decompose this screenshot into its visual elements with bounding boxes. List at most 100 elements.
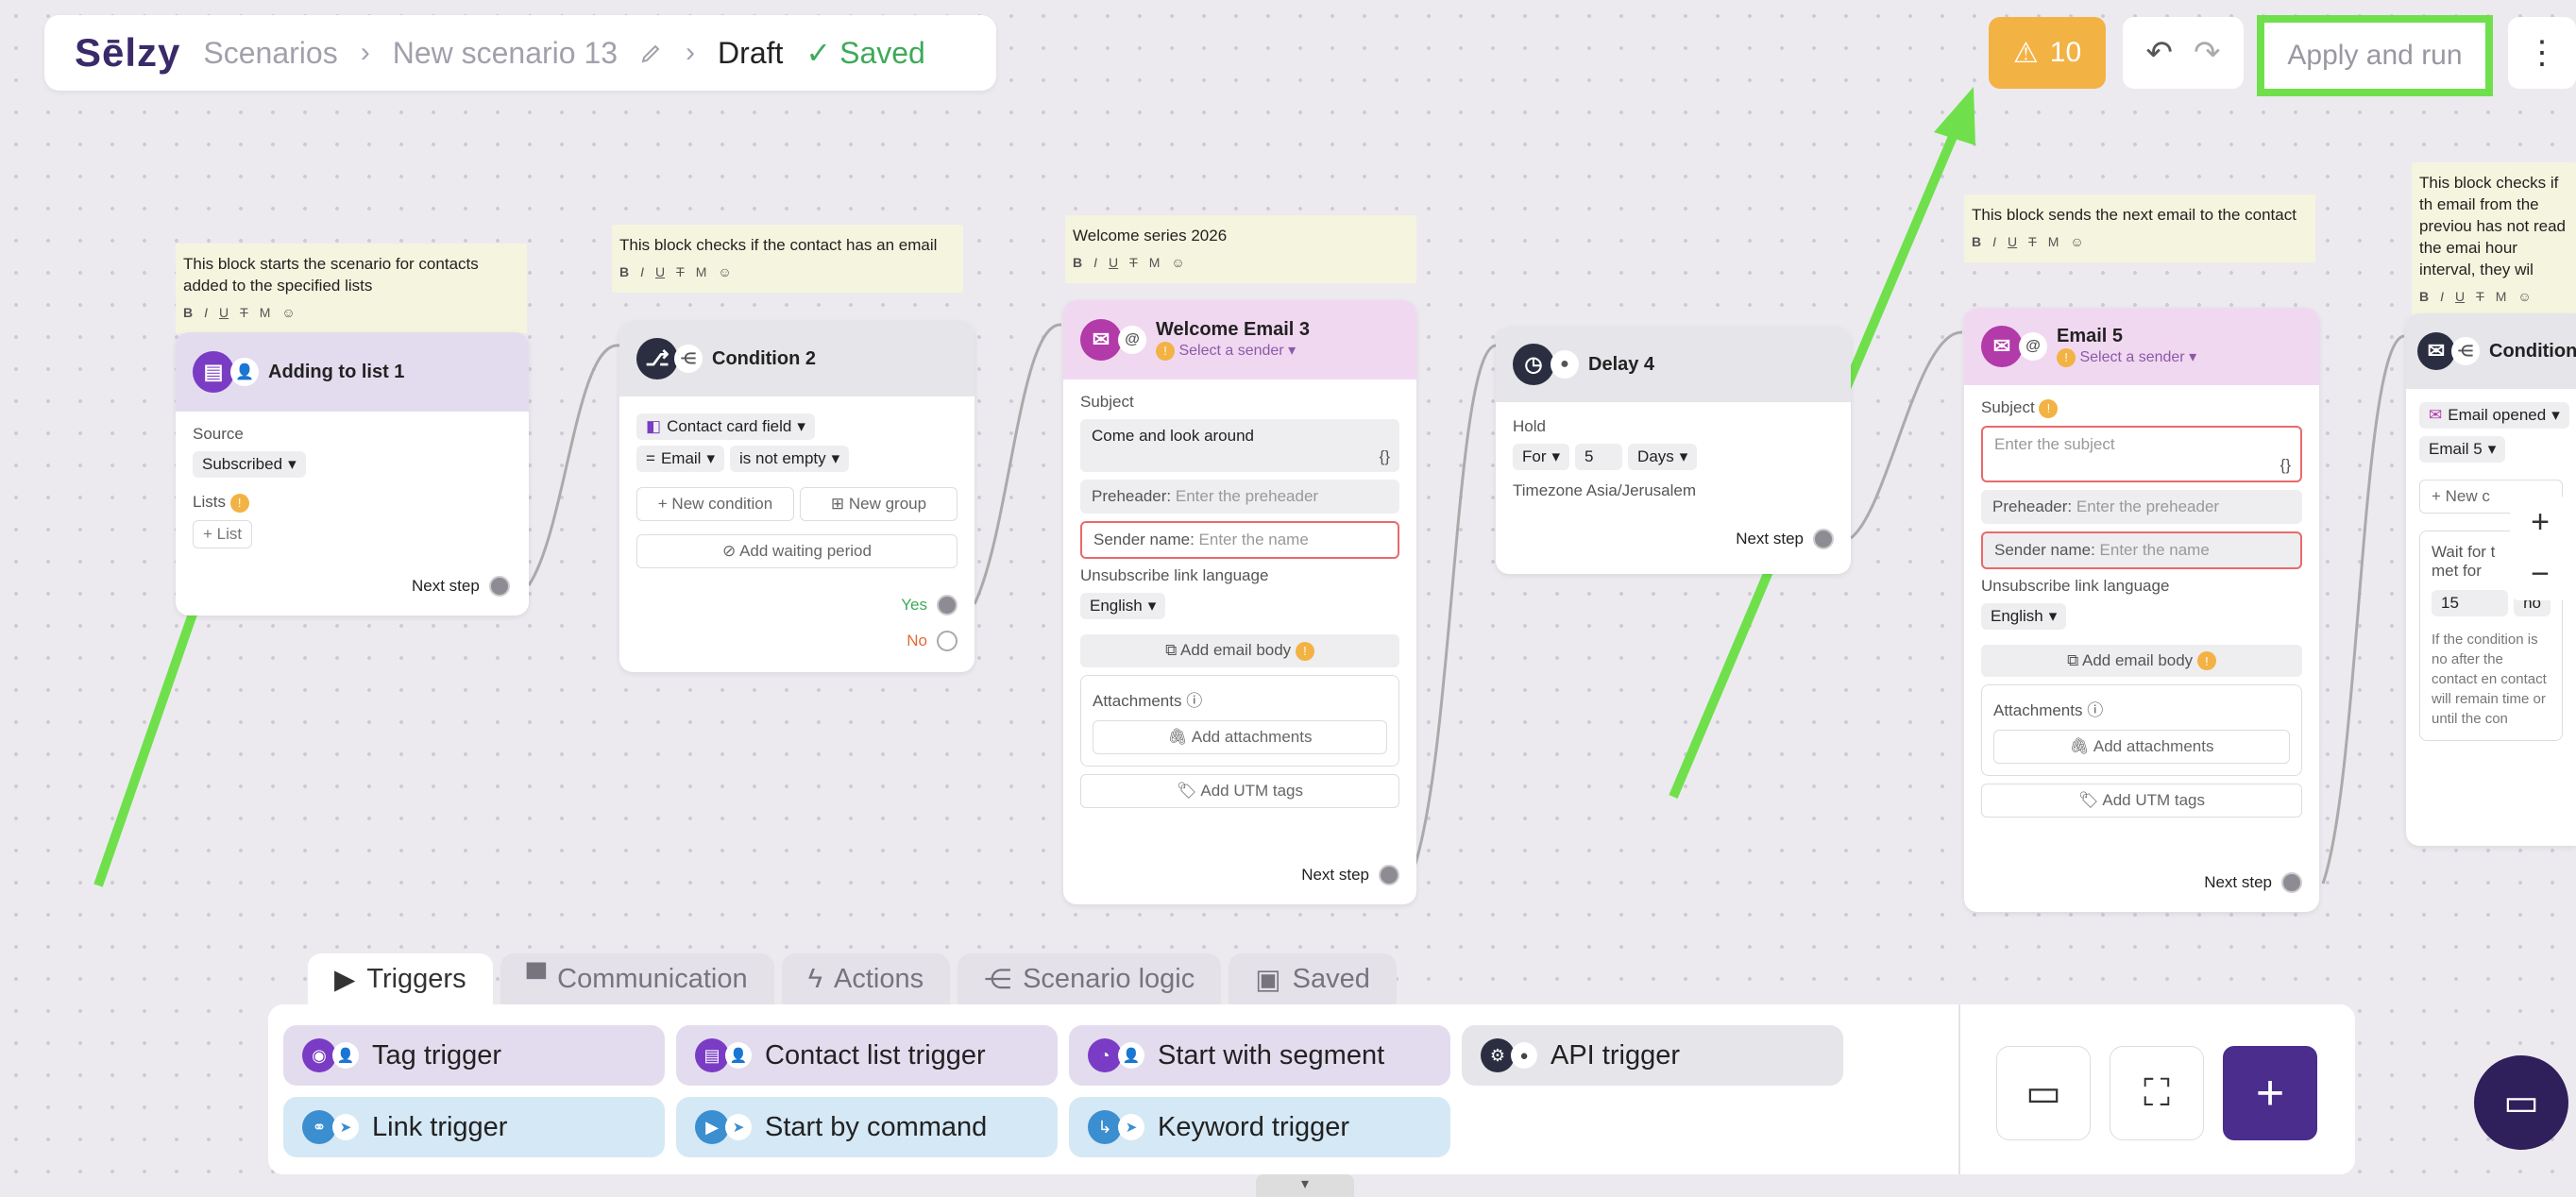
emoji-icon[interactable]: ☺ [2070, 234, 2084, 249]
connector-dot[interactable] [937, 631, 958, 651]
mono-icon[interactable]: M [2495, 289, 2507, 304]
emoji-icon[interactable]: ☺ [2517, 289, 2532, 304]
strike-icon[interactable]: T [2028, 234, 2037, 249]
underline-icon[interactable]: U [219, 305, 229, 320]
underline-icon[interactable]: U [2008, 234, 2018, 249]
note-block-2[interactable]: This block checks if the contact has an … [612, 225, 963, 293]
block-adding-to-list[interactable]: ▤👤 Adding to list 1 Source Subscribed▾ L… [176, 332, 529, 615]
new-condition-button[interactable]: + New condition [636, 487, 794, 521]
tab-communication[interactable]: ▀Communication [500, 953, 774, 1004]
connector-dot[interactable] [488, 576, 510, 597]
block-header[interactable]: ✉⋲ Condition [2406, 313, 2576, 389]
preheader-input[interactable]: Preheader: Enter the preheader [1080, 480, 1399, 514]
link-trigger[interactable]: ⚭➤ Link trigger [283, 1097, 665, 1157]
block-delay[interactable]: ◷● Delay 4 Hold For ▾ 5 Days ▾ Timezone … [1496, 327, 1851, 574]
email-ref-select[interactable]: Email 5 ▾ [2419, 436, 2506, 463]
bold-icon[interactable]: B [183, 305, 194, 320]
tab-triggers[interactable]: ▶Triggers [308, 953, 493, 1004]
strike-icon[interactable]: T [240, 305, 248, 320]
more-menu-icon[interactable]: ⋮ [2508, 17, 2576, 89]
breadcrumb-scenario-name[interactable]: New scenario 13 [392, 35, 619, 70]
variables-icon[interactable]: {} [1379, 447, 1390, 465]
italic-icon[interactable]: I [640, 264, 645, 279]
block-header[interactable]: ⎇⋲ Condition 2 [619, 321, 974, 396]
add-email-body-button[interactable]: ⧉ Add email body ! [1981, 644, 2302, 677]
block-header[interactable]: ◷● Delay 4 [1496, 327, 1851, 402]
tag-trigger[interactable]: ◉👤 Tag trigger [283, 1025, 665, 1086]
for-select[interactable]: For ▾ [1513, 444, 1570, 470]
bold-icon[interactable]: B [1073, 255, 1083, 270]
support-chat-icon[interactable]: ▭ [2474, 1055, 2568, 1150]
emoji-icon[interactable]: ☺ [281, 305, 296, 320]
next-step[interactable]: Next step [1736, 529, 1834, 549]
subject-input[interactable]: Enter the subject{} [1981, 425, 2302, 482]
emoji-icon[interactable]: ☺ [1171, 255, 1185, 270]
note-block-5[interactable]: This block checks if th email from the p… [2412, 162, 2576, 317]
no-branch[interactable]: No [907, 631, 958, 651]
sender-name-input[interactable]: Sender name: Enter the name [1080, 521, 1399, 559]
note-block-4[interactable]: This block sends the next email to the c… [1964, 194, 2315, 262]
block-condition-6[interactable]: ✉⋲ Condition ✉Email opened ▾ Email 5 ▾ +… [2406, 313, 2576, 846]
add-waiting-period-button[interactable]: ⊘ Add waiting period [636, 534, 958, 568]
bold-icon[interactable]: B [619, 264, 630, 279]
keyword-trigger[interactable]: ↳➤ Keyword trigger [1069, 1097, 1450, 1157]
new-group-button[interactable]: ⊞ New group [800, 487, 958, 521]
add-attachments-button[interactable]: 🖇 Add attachments [1993, 730, 2290, 764]
emoji-icon[interactable]: ☺ [718, 264, 732, 279]
connector-dot[interactable] [1379, 865, 1399, 885]
email-select[interactable]: =Email▾ [636, 446, 724, 472]
strike-icon[interactable]: T [676, 264, 685, 279]
variables-icon[interactable]: {} [2279, 455, 2291, 474]
apply-and-run-button[interactable]: Apply and run [2257, 15, 2493, 96]
mono-icon[interactable]: M [695, 264, 707, 279]
block-header[interactable]: ▤👤 Adding to list 1 [176, 332, 529, 412]
tab-saved[interactable]: ▣Saved [1229, 953, 1397, 1004]
underline-icon[interactable]: U [2455, 289, 2466, 304]
delay-amount-input[interactable]: 5 [1575, 444, 1623, 470]
api-trigger[interactable]: ⚙● API trigger [1462, 1025, 1843, 1086]
add-block-button[interactable]: + [2223, 1046, 2317, 1140]
next-step[interactable]: Next step [1301, 865, 1399, 885]
operator-select[interactable]: is not empty▾ [730, 446, 850, 472]
italic-icon[interactable]: I [204, 305, 209, 320]
warnings-button[interactable]: ⚠ 10 [1989, 17, 2106, 89]
comment-icon[interactable]: ▭ [1996, 1046, 2091, 1140]
sender-select[interactable]: ! Select a sender ▾ [2057, 347, 2196, 367]
add-utm-tags-button[interactable]: 🏷 Add UTM tags [1981, 784, 2302, 818]
block-header[interactable]: ✉@ Email 5! Select a sender ▾ [1964, 308, 2319, 385]
connector-dot[interactable] [1813, 529, 1834, 549]
underline-icon[interactable]: U [655, 264, 666, 279]
next-step[interactable]: Next step [2204, 872, 2302, 893]
bold-icon[interactable]: B [1972, 234, 1982, 249]
block-welcome-email[interactable]: ✉@ Welcome Email 3! Select a sender ▾ Su… [1063, 300, 1416, 904]
fullscreen-icon[interactable]: ⛶ [2110, 1046, 2204, 1140]
subject-input[interactable]: Come and look around{} [1080, 419, 1399, 472]
add-email-body-button[interactable]: ⧉ Add email body ! [1080, 634, 1399, 667]
add-attachments-button[interactable]: 🖇 Add attachments [1093, 719, 1387, 754]
italic-icon[interactable]: I [1992, 234, 1997, 249]
wait-amount-input[interactable]: 15 [2432, 590, 2509, 616]
sender-select[interactable]: ! Select a sender ▾ [1156, 341, 1310, 361]
sender-name-input[interactable]: Sender name: Enter the name [1981, 531, 2302, 569]
collapse-panel-icon[interactable]: ▾ [1256, 1174, 1354, 1197]
preheader-input[interactable]: Preheader: Enter the preheader [1981, 489, 2302, 524]
selzy-logo[interactable]: Sēlzy [75, 30, 181, 75]
zoom-out-icon[interactable]: − [2531, 556, 2550, 592]
language-select[interactable]: English ▾ [1981, 602, 2067, 630]
yes-branch[interactable]: Yes [901, 595, 958, 615]
breadcrumb-scenarios[interactable]: Scenarios [203, 35, 338, 70]
language-select[interactable]: English ▾ [1080, 593, 1166, 619]
contact-list-trigger[interactable]: ▤👤 Contact list trigger [676, 1025, 1058, 1086]
mono-icon[interactable]: M [259, 305, 271, 320]
connector-dot[interactable] [2281, 872, 2302, 893]
strike-icon[interactable]: T [2476, 289, 2484, 304]
bold-icon[interactable]: B [2419, 289, 2430, 304]
undo-icon[interactable]: ↶ [2145, 35, 2174, 71]
add-utm-tags-button[interactable]: 🏷 Add UTM tags [1080, 773, 1399, 808]
field-select[interactable]: ◧Contact card field▾ [636, 413, 815, 440]
add-list-button[interactable]: + List [193, 519, 253, 548]
strike-icon[interactable]: T [1129, 255, 1138, 270]
mono-icon[interactable]: M [1148, 255, 1161, 270]
